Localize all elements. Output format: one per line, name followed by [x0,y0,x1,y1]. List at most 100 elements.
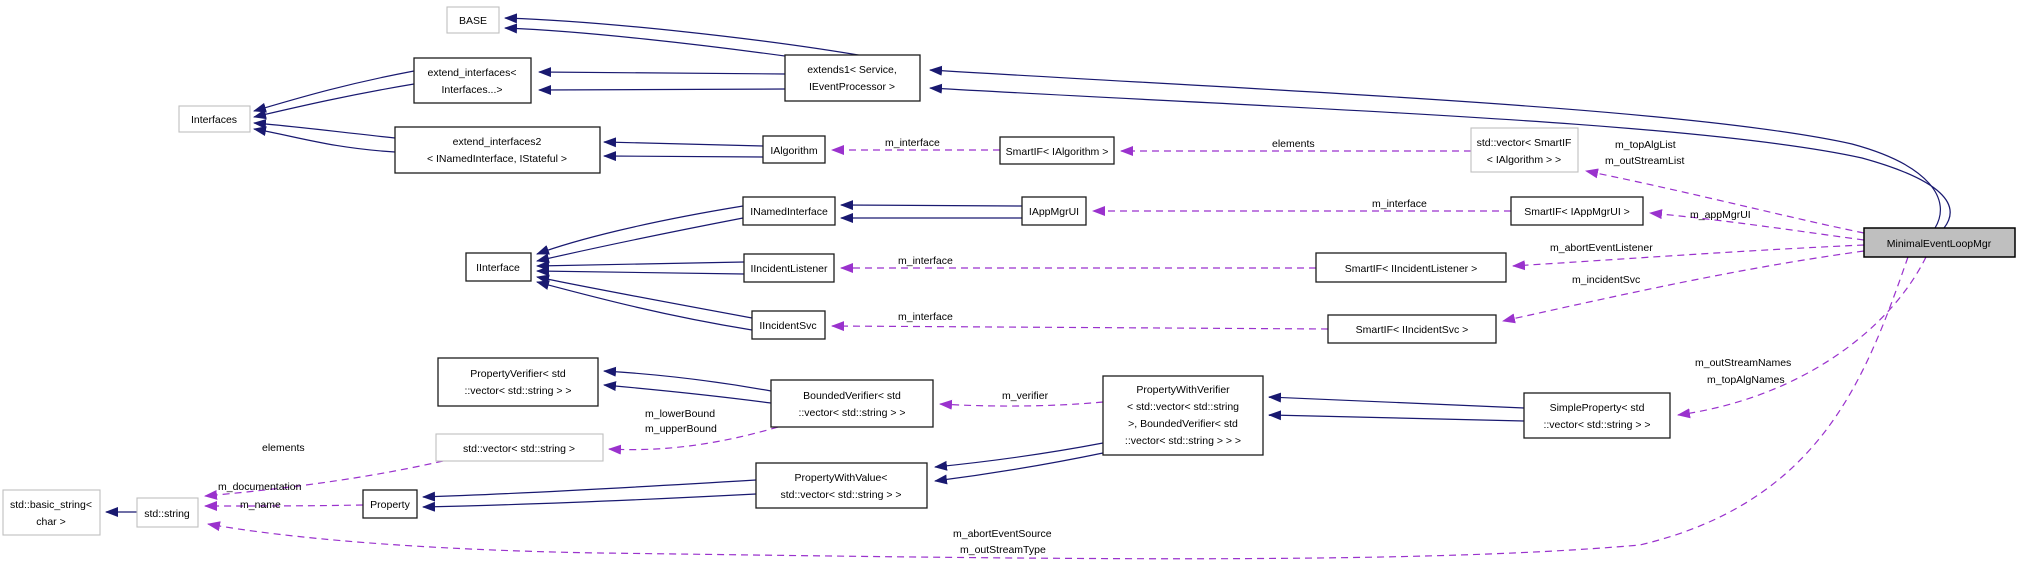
class-node-std-string-label: std::string [144,508,190,520]
edge-extif2-to-interfaces-2 [253,126,396,153]
class-node-iincidentsvc[interactable]: IIncidentSvc [751,310,826,340]
edge-mgr-to-string-bottom [207,256,1909,560]
class-node-propertywithvalue-label-1: PropertyWithValue< [795,472,888,484]
class-node-extends1[interactable]: extends1< Service, IEventProcessor > [784,54,921,102]
label-m-topalglist: m_topAlgList [1615,139,1676,151]
edge-mgr-to-extends1-1 [929,65,1941,229]
class-node-boundedverifier[interactable]: BoundedVerifier< std ::vector< std::stri… [770,379,934,428]
edge-pwverifier-to-bounded [939,399,1104,410]
edge-mgr-to-smartifilistener [1512,244,1865,271]
class-node-boundedverifier-label-1: BoundedVerifier< std [803,390,901,402]
class-node-std-string[interactable]: std::string [136,497,199,528]
class-node-property-label: Property [370,499,410,511]
label-m-interface-incidentsvc: m_interface [898,311,953,323]
edge-extends1-to-base-2 [504,23,793,58]
label-elements-top: elements [1272,138,1315,150]
edge-simpleprop-to-pwverifier-2 [1268,410,1525,422]
edge-isvc-to-iinterface-1 [536,274,753,319]
label-m-outstreamtype: m_outStreamType [960,544,1046,556]
class-node-propertywithverifier-label-1: PropertyWithVerifier [1136,384,1230,396]
class-node-propertyverifier-label-1: PropertyVerifier< std [470,368,566,380]
class-node-propertywithverifier[interactable]: PropertyWithVerifier < std::vector< std:… [1102,375,1264,456]
edge-ilistener-to-iinterface-2 [536,266,745,277]
edge-bounded-to-vectorstring [608,426,779,455]
class-node-smartif-ialgorithm-label: SmartIF< IAlgorithm > [1006,146,1109,158]
class-node-propertywithverifier-label-3: >, BoundedVerifier< std [1128,418,1238,430]
class-node-vector-smartif-label-2: < IAlgorithm > > [1487,154,1561,166]
class-node-interfaces[interactable]: Interfaces [178,105,251,133]
edge-property-to-string [204,500,364,511]
class-node-smartif-iincidentlistener-label: SmartIF< IIncidentListener > [1345,263,1477,275]
class-node-ialgorithm-label: IAlgorithm [770,145,818,157]
class-node-iincidentsvc-label: IIncidentSvc [759,320,816,332]
class-node-iincidentlistener[interactable]: IIncidentListener [743,253,835,283]
usage-edges [204,145,1927,560]
class-node-smartif-iincidentsvc[interactable]: SmartIF< IIncidentSvc > [1327,314,1497,344]
label-m-documentation: m_documentation [218,481,302,493]
class-node-basic-string-label-2: char > [36,516,65,528]
class-node-extend-interfaces2-label-2: < INamedInterface, IStateful > [427,153,567,165]
class-node-propertyverifier[interactable]: PropertyVerifier< std ::vector< std::str… [437,357,599,407]
edge-mgr-to-simpleproperty [1677,256,1927,419]
class-node-smartif-ialgorithm[interactable]: SmartIF< IAlgorithm > [999,136,1115,165]
class-node-iinterface[interactable]: IInterface [465,252,532,282]
class-node-propertyverifier-label-2: ::vector< std::string > > [464,385,571,397]
class-node-base[interactable]: BASE [446,6,500,34]
class-node-boundedverifier-label-2: ::vector< std::string > > [798,407,905,419]
class-node-propertywithverifier-label-2: < std::vector< std::string [1127,401,1239,413]
class-node-property[interactable]: Property [362,489,418,519]
edge-isvc-to-iinterface-2 [536,280,753,331]
edge-mgr-to-smartifappmgrui [1649,209,1865,241]
label-m-aborteventlistener: m_abortEventListener [1550,242,1653,254]
class-node-smartif-iincidentsvc-label: SmartIF< IIncidentSvc > [1356,324,1469,336]
class-node-simpleproperty-label-2: ::vector< std::string > > [1543,419,1650,431]
edge-mgr-to-vectorsmartif [1585,168,1865,234]
class-node-vector-smartif-label-1: std::vector< SmartIF [1477,137,1572,149]
edge-extif-to-interfaces-2 [253,83,415,120]
edge-pwvalue-to-property-2 [422,493,757,512]
class-node-propertywithvalue[interactable]: PropertyWithValue< std::vector< std::str… [755,462,928,509]
class-node-extend-interfaces-label-2: Interfaces...> [442,84,503,96]
class-node-vector-smartif-ialgorithm[interactable]: std::vector< SmartIF < IAlgorithm > > [1470,127,1579,173]
label-m-aborteventsource: m_abortEventSource [953,528,1052,540]
edge-ilistener-to-iinterface-1 [536,260,745,271]
class-node-extend-interfaces[interactable]: extend_interfaces< Interfaces...> [413,57,532,104]
edge-ialgorithm-to-extif2-1 [603,137,764,148]
label-m-interface-appmgrui: m_interface [1372,198,1427,210]
class-node-simpleproperty[interactable]: SimpleProperty< std ::vector< std::strin… [1523,392,1671,439]
class-node-basic-string-label-1: std::basic_string< [10,499,92,511]
edge-simpleprop-to-pwverifier-1 [1268,392,1525,409]
class-node-basic-string[interactable]: std::basic_string< char > [2,489,101,536]
edge-pwverifier-to-pwvalue-1 [934,442,1104,471]
edge-labels: m_interface elements m_topAlgList m_outS… [218,137,1791,556]
class-node-extends1-label-2: IEventProcessor > [809,81,895,93]
label-m-incidentsvc: m_incidentSvc [1572,274,1640,286]
class-node-vector-string[interactable]: std::vector< std::string > [435,433,604,462]
class-node-extends1-label-1: extends1< Service, [807,64,897,76]
edge-inamed-to-iinterface-1 [536,205,744,255]
class-node-minimaleventloopmgr[interactable]: MinimalEventLoopMgr [1863,227,2016,258]
label-elements-bottom: elements [262,442,305,454]
class-node-smartif-iincidentlistener[interactable]: SmartIF< IIncidentListener > [1315,252,1507,283]
edge-extif2-to-interfaces-1 [253,118,396,139]
class-node-iappmgrui[interactable]: IAppMgrUI [1021,196,1087,226]
class-node-base-label: BASE [459,15,487,27]
class-node-vector-string-label: std::vector< std::string > [463,443,575,455]
edge-bounded-to-propverifier-2 [603,381,772,404]
class-node-ialgorithm[interactable]: IAlgorithm [762,135,826,164]
class-node-inamedinterface[interactable]: INamedInterface [742,196,836,226]
class-node-propertywithvalue-label-2: std::vector< std::string > > [780,489,901,501]
class-node-smartif-iappmgrui[interactable]: SmartIF< IAppMgrUI > [1510,196,1644,226]
edge-extends1-to-extif-2 [538,84,786,95]
edge-extends1-to-base-1 [504,13,871,58]
class-node-simpleproperty-label-1: SimpleProperty< std [1550,402,1645,414]
edge-bounded-to-propverifier-1 [603,366,772,392]
label-m-upperbound: m_upperBound [645,423,717,435]
label-m-topalgnames: m_topAlgNames [1707,374,1785,386]
label-m-lowerbound: m_lowerBound [645,408,715,420]
edge-smartifisvc-to-isvc [831,321,1329,332]
class-node-inamedinterface-label: INamedInterface [750,206,828,218]
class-node-extend-interfaces2[interactable]: extend_interfaces2 < INamedInterface, IS… [394,126,601,174]
inheritance-edges [105,13,1951,517]
